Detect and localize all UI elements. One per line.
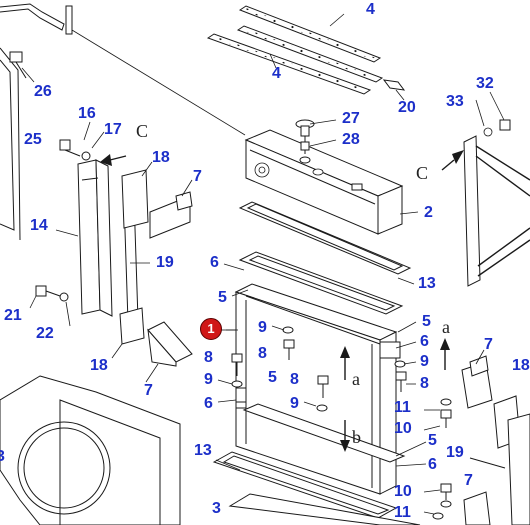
label-part-22: 22 (36, 325, 54, 342)
bolt-26 (9, 51, 35, 83)
side-brace (77, 159, 149, 345)
stay-bracket (463, 119, 530, 287)
upper-tank (244, 129, 404, 235)
label-part-19-left: 19 (156, 254, 174, 271)
label-part-32: 32 (476, 75, 494, 92)
label-part-9-a: 9 (258, 319, 267, 336)
small-plate-20 (382, 79, 406, 91)
label-part-5-c: 5 (422, 313, 431, 330)
lower-tank (212, 451, 421, 525)
radiator-cap (295, 119, 315, 164)
label-part-7-lower: 7 (144, 382, 153, 399)
gasket-strip-lower (206, 33, 372, 95)
label-part-8-d: 8 (420, 375, 429, 392)
core-gasket-top (238, 251, 404, 315)
right-frame (469, 395, 530, 525)
bolts-and-washers (35, 139, 452, 520)
label-part-26: 26 (34, 83, 52, 100)
label-part-14: 14 (30, 217, 48, 234)
bracket-right (461, 355, 493, 409)
label-part-33: 33 (446, 93, 464, 110)
label-part-6-b: 6 (204, 395, 213, 412)
label-part-7-upper: 7 (193, 168, 202, 185)
label-part-11-b: 11 (394, 504, 411, 521)
label-part-13-lower: 13 (194, 442, 212, 459)
label-part-18-lower: 18 (90, 357, 108, 374)
label-part-5-a: 5 (218, 289, 227, 306)
label-part-9-c: 9 (290, 395, 299, 412)
label-part-9-d: 9 (420, 353, 429, 370)
fan-shroud (0, 375, 181, 525)
view-arrows (100, 150, 464, 452)
label-part-25: 25 (24, 131, 42, 148)
label-part-11-a: 11 (394, 399, 411, 416)
label-part-27: 27 (342, 110, 360, 127)
label-part-7-lower-right: 7 (464, 472, 473, 489)
label-part-8-a: 8 (204, 349, 213, 366)
bracket-lower-left (147, 321, 193, 367)
label-part-18-right: 18 (512, 357, 530, 374)
assembly-line (71, 29, 246, 136)
gasket-strip-upper (236, 5, 384, 83)
label-part-8-c: 8 (290, 371, 299, 388)
callout-radiator-core: 1 (200, 318, 222, 340)
label-part-4-lower: 4 (272, 65, 281, 82)
label-part-4-upper: 4 (366, 1, 375, 18)
label-part-17: 17 (104, 121, 122, 138)
label-part-10-b: 10 (394, 483, 412, 500)
view-letter-a-right: a (442, 317, 450, 337)
bracket-lower-right (463, 491, 491, 525)
pipe-top-left (0, 3, 73, 35)
label-part-28: 28 (342, 131, 360, 148)
label-part-2: 2 (424, 204, 433, 221)
label-part-5-b: 5 (268, 369, 277, 386)
label-part-3: 3 (212, 500, 221, 517)
label-part-8-b: 8 (258, 345, 267, 362)
label-part-6-c: 6 (420, 333, 429, 350)
view-letter-b-center: b (352, 427, 361, 447)
guard-panel (0, 47, 21, 241)
label-part-13-upper: 13 (418, 275, 436, 292)
view-letter-c-left: C (136, 121, 149, 141)
tank-gasket (238, 201, 412, 275)
label-part-10-a: 10 (394, 420, 412, 437)
label-part-6-a: 6 (210, 254, 219, 271)
label-part-3-left: 3 (0, 448, 5, 465)
label-part-20: 20 (398, 99, 416, 116)
label-part-21: 21 (4, 307, 22, 324)
label-part-9-b: 9 (204, 371, 213, 388)
core-gasket-bottom (242, 403, 406, 463)
label-part-7-right: 7 (484, 336, 493, 353)
bracket-upper-left (149, 191, 193, 239)
label-part-18-upper: 18 (152, 149, 170, 166)
label-part-6-d: 6 (428, 456, 437, 473)
view-letter-c-right: C (416, 163, 429, 183)
leader-lines (29, 13, 505, 515)
label-part-19-right: 19 (446, 444, 464, 461)
label-part-5-d: 5 (428, 432, 437, 449)
label-part-16: 16 (78, 105, 96, 122)
view-letter-a-center: a (352, 369, 360, 389)
